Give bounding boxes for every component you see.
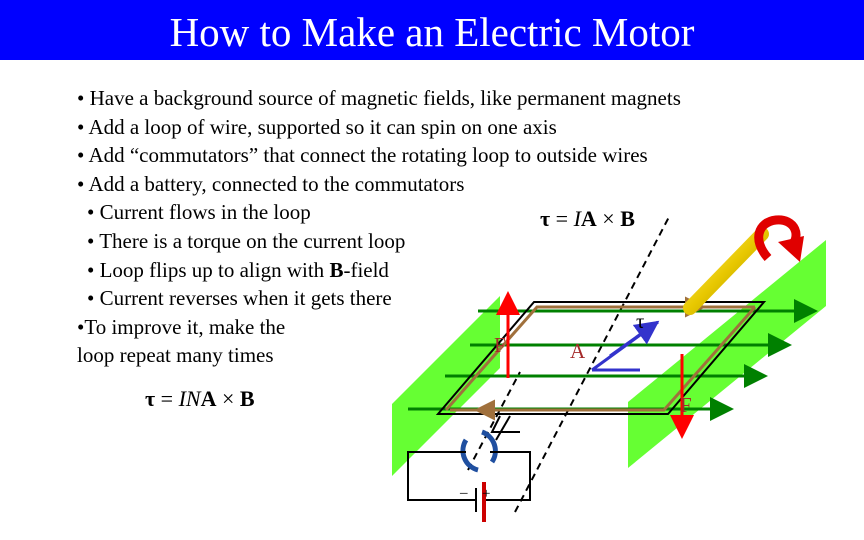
battery-plus-label: +	[482, 486, 490, 502]
rotation-arrow-icon	[754, 215, 801, 261]
label-force-left: F	[494, 333, 506, 357]
torque-formula-multi: τ = INA × B	[145, 386, 255, 412]
formula-times: ×	[596, 206, 621, 231]
flip-suffix: -field	[343, 257, 389, 282]
formula-eq: =	[550, 206, 574, 231]
formula2-in: IN	[178, 386, 201, 411]
formula2-tau: τ	[145, 386, 156, 411]
axis-dashed-line	[514, 214, 671, 513]
slide-title: How to Make an Electric Motor	[169, 8, 695, 55]
bullet-list: • Have a background source of magnetic f…	[77, 84, 681, 370]
label-torque: τ	[636, 309, 644, 333]
sub-bullet-flip: • Loop flips up to align with B-field	[77, 256, 681, 285]
flip-bold-b: B	[329, 257, 344, 282]
battery-minus-label: –	[459, 485, 468, 501]
bullet-commutators: • Add “commutators” that connect the rot…	[77, 143, 648, 168]
formula2-b: B	[239, 386, 255, 411]
formula-b: B	[620, 206, 635, 231]
label-area: A	[570, 339, 586, 363]
bullet-improve-line1: •To improve it, make the	[77, 314, 286, 339]
formula-i: I	[573, 206, 581, 231]
title-bar: How to Make an Electric Motor	[0, 0, 864, 60]
lead-wire	[495, 415, 511, 441]
axle	[683, 227, 769, 315]
label-force-right: F	[680, 393, 692, 417]
sub-bullet-torque: • There is a torque on the current loop	[87, 228, 406, 253]
commutator-half-left	[460, 438, 479, 473]
torque-vector-arrow	[609, 320, 660, 358]
rotation-arrowhead-icon	[778, 236, 804, 262]
axis-dashed-lower	[467, 371, 521, 471]
lead-wire	[490, 415, 520, 433]
formula2-eq: =	[155, 386, 179, 411]
circuit-wire-left	[407, 451, 476, 501]
bullet-improve-line2: loop repeat many times	[77, 343, 274, 368]
torque-formula-single: τ = IA × B	[540, 206, 635, 232]
sub-bullet-reverses: • Current reverses when it gets there	[87, 286, 392, 311]
flip-prefix: • Loop flips up to align with	[87, 257, 330, 282]
formula-tau: τ	[540, 206, 551, 231]
commutator-half-right	[480, 429, 498, 464]
magnet-right	[628, 240, 826, 468]
formula2-times: ×	[216, 386, 240, 411]
formula2-a: A	[200, 386, 217, 411]
bullet-magnets: • Have a background source of magnetic f…	[77, 86, 681, 110]
formula-a: A	[580, 206, 597, 231]
circuit-wire-right	[484, 451, 531, 501]
magnet-left	[392, 296, 500, 476]
wire-loop	[435, 301, 767, 415]
bullet-battery: • Add a battery, connected to the commut…	[77, 171, 465, 196]
bullet-loop: • Add a loop of wire, supported so it ca…	[77, 114, 557, 139]
sub-bullet-current: • Current flows in the loop	[87, 200, 311, 225]
